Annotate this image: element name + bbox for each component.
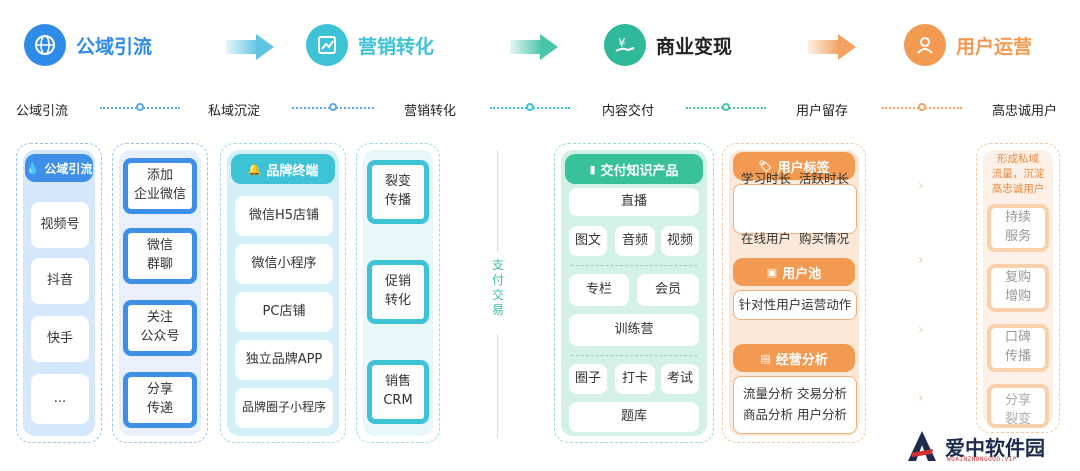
panel-header: 🔔 品牌终端	[231, 154, 335, 184]
section-header: 🏷 用户标签	[733, 152, 855, 180]
product-card: 圈子	[569, 364, 607, 394]
stage-title: 商业变现	[656, 35, 733, 58]
divider-line	[497, 334, 498, 438]
arrow-right-icon	[510, 34, 558, 60]
pool-icon: ▣	[766, 265, 778, 279]
dotted-connector	[292, 103, 374, 111]
private-card: 分享 传递	[123, 372, 197, 428]
arrow-right-icon	[808, 34, 856, 60]
marketing-card: 销售 CRM	[367, 360, 429, 424]
product-card: 视频	[661, 226, 699, 256]
section-header: ▣ 用户池	[733, 258, 855, 286]
separator	[571, 265, 697, 266]
dotted-connector	[100, 103, 180, 111]
panel-header: ▮ 交付知识产品	[565, 154, 703, 184]
section-header: ▤ 经营分析	[733, 344, 855, 372]
product-card: 题库	[569, 402, 699, 432]
panel-brand-terminal: 🔔 品牌终端 微信H5店铺 微信小程序 PC店铺 独立品牌APP 品牌圈子小程序	[220, 143, 346, 443]
terminal-card: 独立品牌APP	[235, 340, 333, 380]
loyal-card: 复购 增购	[987, 264, 1049, 312]
drop-icon: 💧	[25, 161, 40, 175]
process-step: 营销转化	[404, 104, 457, 119]
bell-icon: 🔔	[247, 162, 262, 176]
terminal-card: 微信H5店铺	[235, 196, 333, 236]
arrow-right-icon	[226, 34, 274, 60]
dotted-connector	[490, 103, 570, 111]
stage-user-operation: 用户运营	[904, 22, 1032, 68]
stage-public-traffic: 公域引流	[24, 22, 152, 68]
product-card: 直播	[569, 188, 699, 216]
panel-header: 💧 公域引流	[25, 154, 93, 182]
chart-icon	[306, 24, 348, 66]
document-icon: ▮	[589, 162, 596, 176]
money-icon: ¥	[604, 24, 646, 66]
process-step: 内容交付	[602, 104, 655, 119]
loyal-card: 分享 裂变	[987, 384, 1049, 428]
stage-monetization: ¥ 商业变现	[604, 22, 732, 68]
globe-icon	[24, 24, 66, 66]
channel-card: ...	[31, 374, 89, 424]
terminal-card: PC店铺	[235, 292, 333, 332]
stage-title: 营销转化	[358, 35, 435, 58]
chevron-right-icon: ›	[918, 252, 924, 268]
process-step: 用户留存	[796, 104, 849, 119]
panel-knowledge-products: ▮ 交付知识产品 直播 图文 音频 视频 专栏 会员 训练营 圈子 打卡 考试 …	[554, 143, 714, 443]
panel-public-traffic: 💧 公域引流 视频号 抖音 快手 ...	[16, 143, 102, 443]
terminal-card: 品牌圈子小程序	[235, 388, 333, 428]
watermark-logo: 爱中软件园 WOAINZHONGGUO.VIP	[905, 426, 1070, 466]
product-card: 专栏	[569, 274, 629, 306]
loyal-card: 口碑 传播	[987, 324, 1049, 372]
logo-a-icon	[905, 429, 939, 463]
panel-private-domain: 添加 企业微信 微信 群聊 关注 公众号 分享 传递	[112, 143, 208, 443]
loyal-card: 持续 服务	[987, 204, 1049, 252]
dotted-connector	[686, 103, 766, 111]
stage-marketing-conversion: 营销转化	[306, 22, 434, 68]
tag-icon: 🏷	[758, 159, 773, 173]
panel-user-retention: 🏷 用户标签 学习时长 活跃时长 在线用户 购买情况 ▣ 用户池 针对性用户运营…	[722, 143, 866, 443]
loyal-intro: 形成私域 流量，沉淀 高忠诚用户	[991, 153, 1045, 196]
process-step: 公域引流	[16, 104, 69, 119]
retention-card: 流量分析 交易分析 商品分析 用户分析	[733, 376, 857, 434]
panel-marketing-tools: 裂变 传播 促销 转化 销售 CRM	[356, 143, 440, 443]
marketing-card: 裂变 传播	[367, 160, 429, 224]
product-card: 训练营	[569, 314, 699, 346]
chevron-right-icon: ›	[918, 390, 924, 406]
retention-card: 学习时长 活跃时长 在线用户 购买情况	[733, 171, 857, 246]
process-step: 私域沉淀	[208, 104, 261, 119]
separator	[571, 355, 697, 356]
chevron-right-icon: ›	[918, 178, 924, 194]
svg-text:¥: ¥	[618, 36, 626, 50]
stage-title: 公域引流	[76, 35, 153, 58]
user-icon	[904, 24, 946, 66]
private-card: 微信 群聊	[123, 228, 197, 284]
channel-card: 视频号	[31, 202, 89, 248]
chevron-right-icon: ›	[918, 322, 924, 338]
payment-label: 支付交易	[491, 258, 504, 317]
terminal-card: 微信小程序	[235, 244, 333, 284]
private-card: 关注 公众号	[123, 300, 197, 356]
marketing-card: 促销 转化	[367, 260, 429, 324]
channel-card: 快手	[31, 316, 89, 362]
panel-loyal-users: 形成私域 流量，沉淀 高忠诚用户 持续 服务 复购 增购 口碑 传播 分享 裂变	[976, 143, 1060, 433]
process-step: 高忠诚用户	[992, 104, 1058, 119]
private-card: 添加 企业微信	[123, 158, 197, 214]
product-card: 考试	[661, 364, 699, 394]
product-card: 图文	[569, 226, 607, 256]
product-card: 打卡	[615, 364, 655, 394]
channel-card: 抖音	[31, 258, 89, 304]
product-card: 会员	[637, 274, 699, 306]
analysis-icon: ▤	[760, 351, 771, 365]
product-card: 音频	[615, 226, 655, 256]
retention-card: 针对性用户运营动作	[733, 290, 857, 320]
stage-title: 用户运营	[956, 35, 1033, 58]
dotted-connector	[882, 103, 962, 111]
divider-line	[497, 150, 498, 252]
